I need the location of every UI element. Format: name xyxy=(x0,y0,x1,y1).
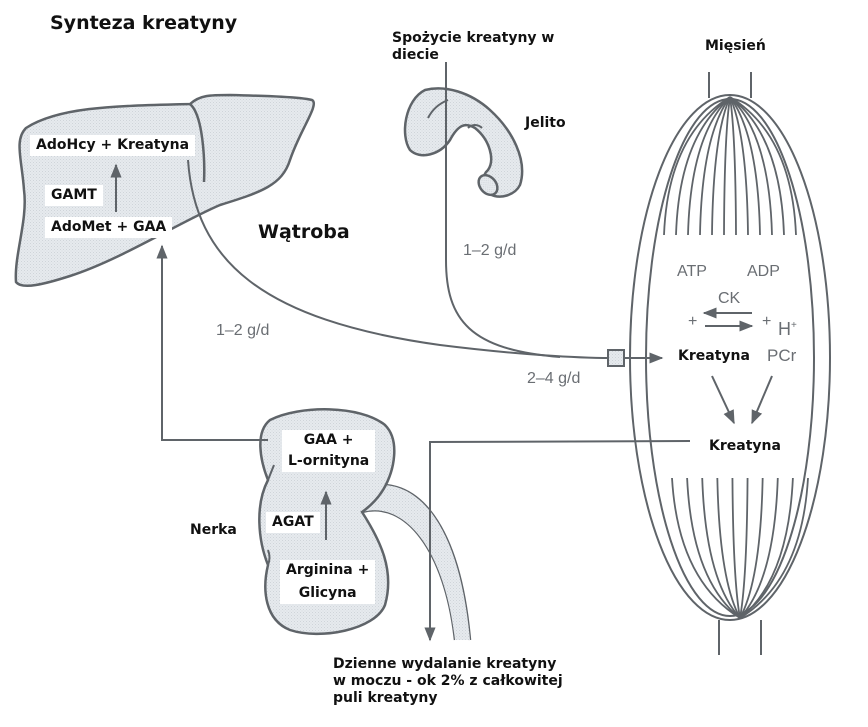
kidney-product-label: GAA + L-ornityna xyxy=(282,430,376,472)
creatine-in-label: Kreatyna xyxy=(678,348,750,364)
intestine-outline xyxy=(403,87,524,198)
muscle-transport-rate: 2–4 g/d xyxy=(527,370,581,387)
muscle-fiber-top xyxy=(729,96,785,236)
adp-label: ADP xyxy=(747,263,780,280)
muscle-fiber-bottom xyxy=(739,477,764,619)
kidney-notch-top xyxy=(267,464,275,481)
muscle-fiber-bottom xyxy=(686,477,741,619)
liver-product-label: AdoHcy + Kreatyna xyxy=(30,135,196,156)
muscle-fiber-bottom xyxy=(671,477,741,619)
muscle-fiber-top xyxy=(723,96,731,236)
kidney-to-liver-arrow xyxy=(156,244,268,441)
excretion-line3: puli kreatyny xyxy=(333,690,438,706)
proton-charge: + xyxy=(791,320,797,331)
diet-label-line: Spożycie kreatyny w diecie xyxy=(392,30,555,63)
ck-enzyme-label: CK xyxy=(718,290,741,307)
diet-intake-rate: 1–2 g/d xyxy=(463,242,517,259)
plus-right: + xyxy=(762,313,772,330)
kidney-enzyme-label: AGAT xyxy=(266,512,320,533)
atp-label: ATP xyxy=(677,263,707,280)
muscle-fiber-bottom xyxy=(731,477,741,619)
diet-to-muscle-line xyxy=(445,62,561,358)
liver-enzyme-label: GAMT xyxy=(45,185,103,206)
liver-to-muscle-line xyxy=(187,159,611,359)
intestine-organ xyxy=(403,87,524,198)
muscle-fiber-top xyxy=(729,96,761,236)
pcr-label: PCr xyxy=(767,346,797,365)
intestine-opening xyxy=(477,173,499,197)
muscle-fiber-bottom xyxy=(739,477,794,619)
intestine-fold-2 xyxy=(467,124,483,129)
muscle-fiber-bottom xyxy=(739,477,809,619)
kidney-substrate-line2: Glicyna xyxy=(298,585,357,601)
muscle-fiber-top xyxy=(729,96,749,236)
muscle-fiber-top xyxy=(729,96,773,236)
kidney-product-line1: GAA + xyxy=(303,432,354,448)
kidney-name-label: Nerka xyxy=(190,522,237,538)
pcr-to-pool-arrow xyxy=(751,375,773,425)
kidney-substrate-label: Arginina + Glicyna xyxy=(280,560,376,604)
creatine-to-pool-arrow xyxy=(711,375,735,425)
muscle-fiber-bottom xyxy=(739,477,779,619)
creatine-pool-label: Kreatyna xyxy=(709,438,781,454)
liver-output-rate: 1–2 g/d xyxy=(216,322,270,339)
creatine-transporter-icon xyxy=(607,349,625,367)
excretion-line1: Dzienne wydalanie kreatyny xyxy=(333,656,557,672)
muscle-fiber-top xyxy=(663,96,731,236)
kidney-notch-bottom xyxy=(267,549,271,566)
excretion-line2: w moczu - ok 2% z całkowitej xyxy=(333,673,563,689)
diagram-title: Synteza kreatyny xyxy=(50,12,238,34)
liver-lobe-line xyxy=(189,103,206,183)
muscle-fiber-top xyxy=(675,96,731,236)
intestine-name-label: Jelito xyxy=(525,115,566,131)
muscle-name-label: Mięsień xyxy=(705,38,766,54)
liver-substrate-label: AdoMet + GAA xyxy=(45,217,173,238)
muscle-fiber-bottom xyxy=(739,477,749,619)
liver-name-label: Wątroba xyxy=(258,221,350,243)
muscle-organ xyxy=(629,72,831,655)
excretion-arrow xyxy=(424,440,691,642)
kidney-product-line2: L-ornityna xyxy=(288,453,370,469)
proton-symbol: H xyxy=(778,319,791,339)
flow-lines xyxy=(110,62,773,642)
muscle-fiber-top xyxy=(711,96,731,236)
muscle-fiber-bottom xyxy=(716,477,741,619)
muscle-fiber-bottom xyxy=(701,477,741,619)
muscle-fiber-top xyxy=(729,96,797,236)
proton-label: H+ xyxy=(778,317,797,338)
muscle-fiber-top xyxy=(687,96,731,236)
muscle-fiber-top xyxy=(699,96,731,236)
muscle-fiber-top xyxy=(729,96,737,236)
kidney-substrate-line1: Arginina + xyxy=(286,562,370,578)
excretion-label: Dzienne wydalanie kreatyny w moczu - ok … xyxy=(333,656,563,707)
plus-left: + xyxy=(688,313,698,330)
